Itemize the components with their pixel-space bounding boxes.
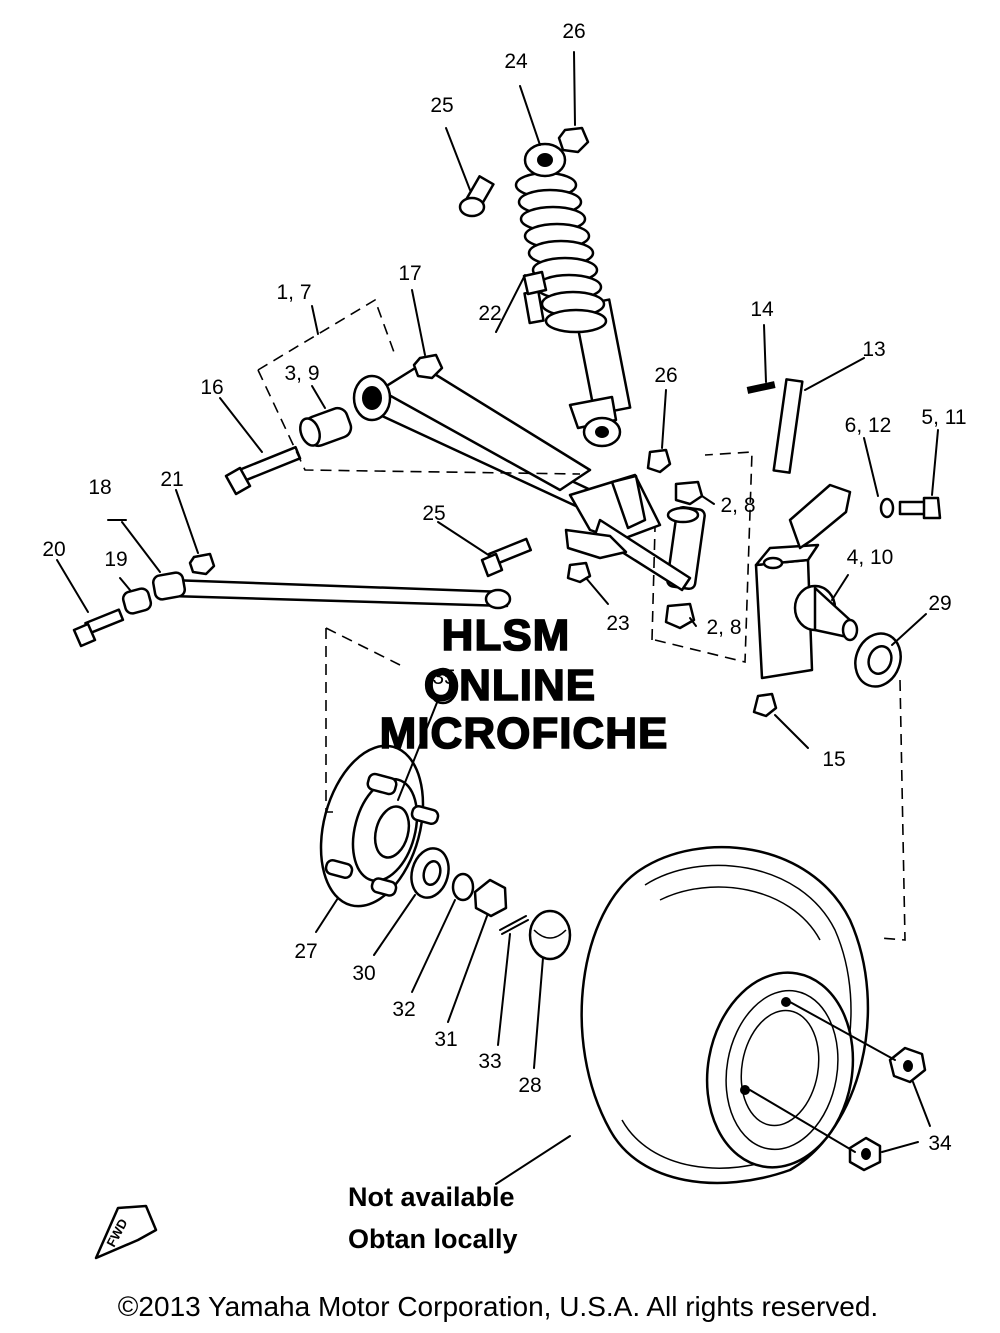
callout-32: 32 [392,998,415,1021]
hub-27 [319,744,440,908]
wheel-nuts-34 [848,1046,927,1172]
note-line-1: Not available [348,1182,515,1212]
lower-arm [152,571,512,610]
callout-23: 23 [606,612,629,635]
callout-33: 33 [478,1050,501,1073]
upper-arm [352,363,706,592]
nut-26-upper [557,126,590,154]
nut-21 [188,552,216,576]
callout-27: 27 [294,940,317,963]
callout-1-7: 1, 7 [276,281,311,304]
leader-lines [56,51,939,1185]
callout-31: 31 [434,1028,457,1051]
bushing-3-9 [299,406,353,448]
callout-29: 29 [928,592,951,615]
bearing-30 [410,847,450,899]
bolt-20 [72,608,125,648]
watermark: HLSM ONLINE MICROFICHE [379,610,669,759]
callout-34: 34 [928,1132,952,1155]
plate [564,528,628,560]
callout-22: 22 [478,302,501,325]
watermark-line-2: ONLINE [424,661,596,710]
copyright: ©2013 Yamaha Motor Corporation, U.S.A. A… [118,1291,878,1322]
callout-19: 19 [104,548,127,571]
cotter-33 [499,915,529,935]
callout-16: 16 [200,376,223,399]
callout-21: 21 [160,468,183,491]
collar-2-8-lower [664,602,696,630]
watermark-line-1: HLSM [442,611,571,660]
callout-26-mid: 26 [654,364,677,387]
callout-2-8-lower: 2, 8 [706,616,741,639]
forward-arrow-icon: FWD [94,1204,158,1260]
callout-13: 13 [862,338,885,361]
bushing-19 [121,587,153,615]
callout-6-12: 6, 12 [845,414,892,437]
callouts: 26 24 25 17 1, 7 22 14 13 3, 9 16 26 6, … [42,20,966,1155]
watermark-line-3: MICROFICHE [380,709,669,758]
washer-6-12 [879,497,895,519]
callout-25-lower: 25 [422,502,445,525]
availability-note: Not available Obtan locally [348,1182,518,1254]
bolt-25-upper [458,175,495,218]
callout-4-10: 4, 10 [847,546,894,569]
bolt-5-11 [898,496,942,520]
callout-35: 35 [432,666,455,689]
callout-14: 14 [750,298,774,321]
callout-26-top: 26 [562,20,585,43]
bolt-25-lower [480,537,533,578]
collar-2-8-upper [674,480,704,506]
wheel-assembly [580,845,870,1185]
callout-17: 17 [398,262,421,285]
callout-3-9: 3, 9 [284,362,319,385]
knuckle-4-10 [754,483,859,680]
callout-20: 20 [42,538,65,561]
callout-28: 28 [518,1074,541,1097]
nut-23 [566,561,592,584]
bearing-29 [854,632,902,688]
callout-15: 15 [822,748,845,771]
nut-15 [752,692,778,718]
callout-24: 24 [504,50,528,73]
cotter-14 [746,381,776,394]
callout-2-8-upper: 2, 8 [720,494,755,517]
callout-30: 30 [352,962,375,985]
nut-31 [473,878,508,918]
dashed-guides [257,298,906,941]
callout-5-11: 5, 11 [921,406,966,429]
callout-18: 18 [88,476,111,499]
note-line-2: Obtan locally [348,1224,518,1254]
shock-absorber [514,142,632,448]
washer-32 [451,872,475,902]
nut-17 [412,353,444,380]
king-pin-13 [772,378,804,474]
bolt-16 [224,445,302,496]
nut-26-mid [646,448,672,474]
callout-25-upper: 25 [430,94,453,117]
cap-28 [528,909,572,961]
seal-35 [427,667,459,705]
bolt-22 [522,270,548,325]
